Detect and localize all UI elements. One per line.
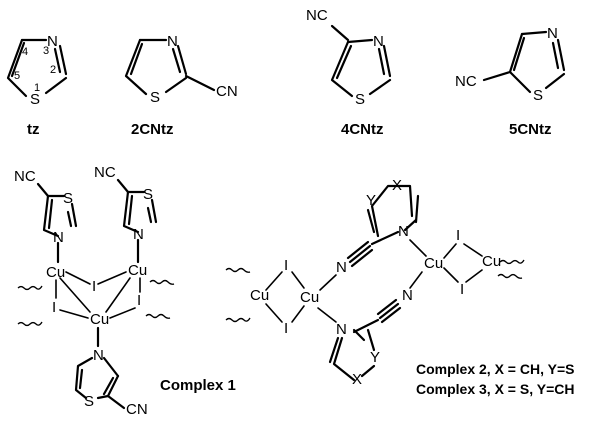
complex23-n-nitrile-1: N bbox=[336, 259, 347, 276]
tz-num-1: 1 bbox=[34, 82, 40, 94]
2cntz-cn-group: CN bbox=[216, 83, 238, 100]
2cntz-molecule: N S CN bbox=[124, 33, 238, 106]
4cntz-nc-group: NC bbox=[306, 7, 328, 24]
tz-num-2: 2 bbox=[50, 64, 56, 76]
5cntz-n-atom: N bbox=[547, 25, 558, 42]
complex1-cu-2: Cu bbox=[128, 262, 147, 279]
complex23-cu-4: Cu bbox=[482, 253, 501, 270]
2cntz-s-atom: S bbox=[150, 89, 160, 106]
tz-label: tz bbox=[27, 121, 40, 138]
complex1-nc-group-2: NC bbox=[94, 164, 116, 181]
2cntz-label: 2CNtz bbox=[131, 121, 174, 138]
4cntz-n-atom: N bbox=[373, 33, 384, 50]
complex1-s-atom-1: S bbox=[63, 190, 73, 207]
complex23-i-4: I bbox=[460, 281, 464, 298]
5cntz-nc-group: NC bbox=[455, 73, 477, 90]
tz-num-3: 3 bbox=[43, 45, 49, 57]
complex3-label: Complex 3, X = S, Y=CH bbox=[416, 381, 574, 397]
complex1-cn-group: CN bbox=[126, 401, 148, 418]
tz-num-4: 4 bbox=[22, 46, 28, 58]
complex23-n-ring-1: N bbox=[398, 223, 409, 240]
complex1-structure: NC S N NC S N Cu Cu Cu I I I N bbox=[14, 164, 175, 418]
tz-molecule: N S 1 2 3 4 5 bbox=[6, 33, 68, 108]
2cntz-n-atom: N bbox=[167, 33, 178, 50]
complex1-cu-1: Cu bbox=[46, 264, 65, 281]
4cntz-molecule: NC N S bbox=[306, 7, 392, 108]
5cntz-molecule: N S NC bbox=[455, 25, 566, 104]
tz-num-5: 5 bbox=[14, 70, 20, 82]
complex23-cu-1: Cu bbox=[250, 287, 269, 304]
complex1-n-atom-1: N bbox=[53, 229, 64, 246]
5cntz-s-atom: S bbox=[533, 87, 543, 104]
complex23-structure: Cu I I Cu N Y X N Cu I I Cu bbox=[225, 177, 525, 388]
complex23-n-ring-2: N bbox=[336, 321, 347, 338]
complex23-cu-2: Cu bbox=[300, 289, 319, 306]
tz-n-atom: N bbox=[47, 33, 58, 50]
complex23-y-2: Y bbox=[370, 349, 380, 366]
4cntz-label: 4CNtz bbox=[341, 121, 384, 138]
complex1-n-atom-2: N bbox=[133, 226, 144, 243]
tz-s-atom: S bbox=[30, 91, 40, 108]
complex23-i-2: I bbox=[284, 320, 288, 337]
complex1-i-1: I bbox=[92, 278, 96, 295]
complex23-n-nitrile-2: N bbox=[402, 287, 413, 304]
complex23-i-3: I bbox=[456, 227, 460, 244]
complex1-nc-group-1: NC bbox=[14, 168, 36, 185]
complex2-label: Complex 2, X = CH, Y=S bbox=[416, 361, 574, 377]
complex1-n-atom-3: N bbox=[93, 347, 104, 364]
5cntz-label: 5CNtz bbox=[509, 121, 552, 138]
complex1-s-atom-2: S bbox=[143, 186, 153, 203]
complex23-x-2: X bbox=[352, 371, 362, 388]
complex1-cu-3: Cu bbox=[90, 311, 109, 328]
complex23-x-1: X bbox=[392, 177, 402, 194]
complex1-i-3: I bbox=[137, 292, 141, 309]
complex23-cu-3: Cu bbox=[424, 255, 443, 272]
complex23-y-1: Y bbox=[366, 192, 376, 209]
complex23-i-1: I bbox=[284, 257, 288, 274]
4cntz-s-atom: S bbox=[355, 91, 365, 108]
complex1-i-2: I bbox=[52, 299, 56, 316]
complex1-label: Complex 1 bbox=[160, 377, 236, 394]
complex1-s-atom-3: S bbox=[84, 393, 94, 410]
